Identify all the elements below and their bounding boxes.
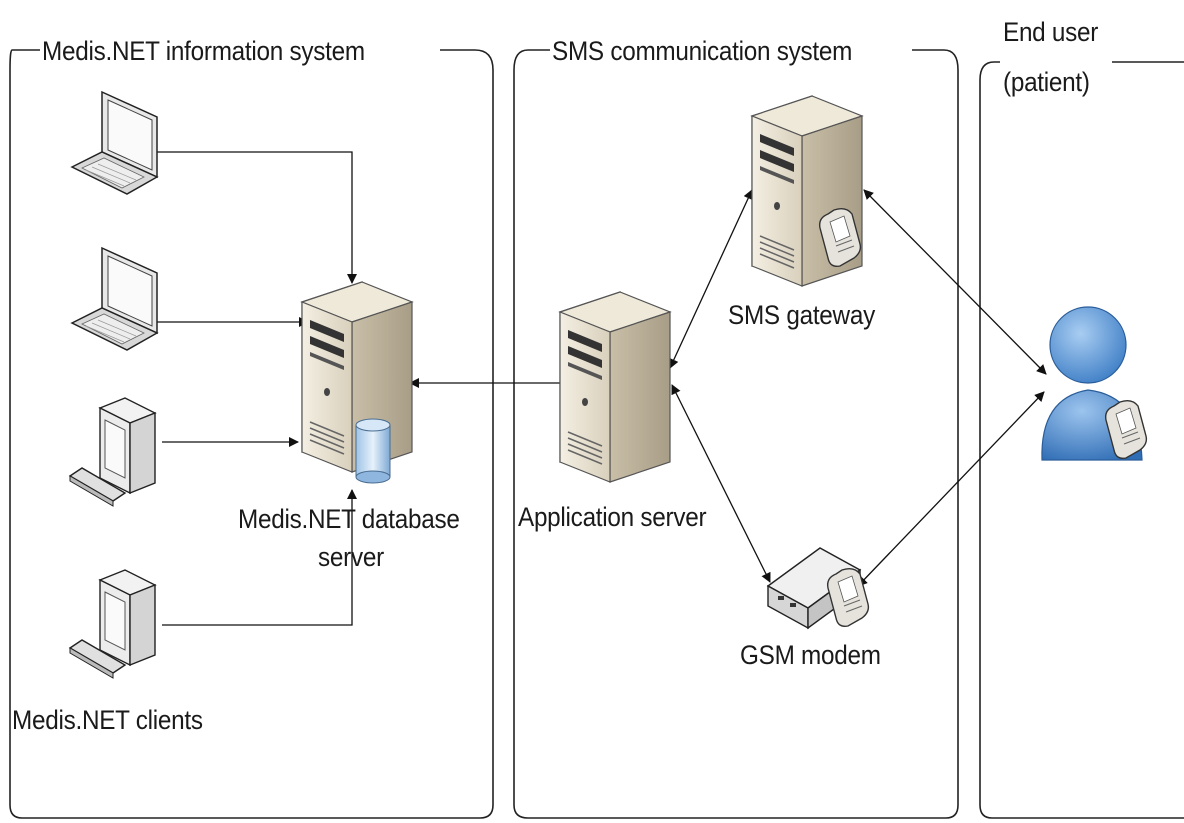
gsm-modem-label: GSM modem [740,640,881,670]
sms-zone-border [513,49,959,819]
appserver-gateway-link [669,189,753,369]
desktop-computer-icon [69,397,156,507]
database-cylinder-icon [355,418,391,484]
medis-zone-border [9,49,494,819]
zone-label-patient: (patient) [1003,67,1090,97]
desktop2-to-db [162,489,357,626]
zone-label-medis: Medis.NET information system [42,36,365,66]
desktop-computer-icon [69,569,156,679]
laptop1-to-db [150,151,357,284]
zone-label-end-user: End user [1003,17,1099,47]
gateway-user-link [863,189,1047,375]
modem-user-link [857,391,1045,587]
application-server-label: Application server [518,502,707,532]
phone-icon [826,567,870,628]
database-server-label: Medis.NET database [238,504,460,534]
laptop-icon [71,91,158,195]
database-server-label-line2: server [318,542,384,572]
sms-gateway-label: SMS gateway [728,300,875,330]
appserver-modem-link [671,384,771,583]
zone-label-sms: SMS communication system [552,36,853,66]
laptop-icon [71,247,158,351]
clients-label: Medis.NET clients [12,705,203,735]
application-server-icon [559,291,671,483]
